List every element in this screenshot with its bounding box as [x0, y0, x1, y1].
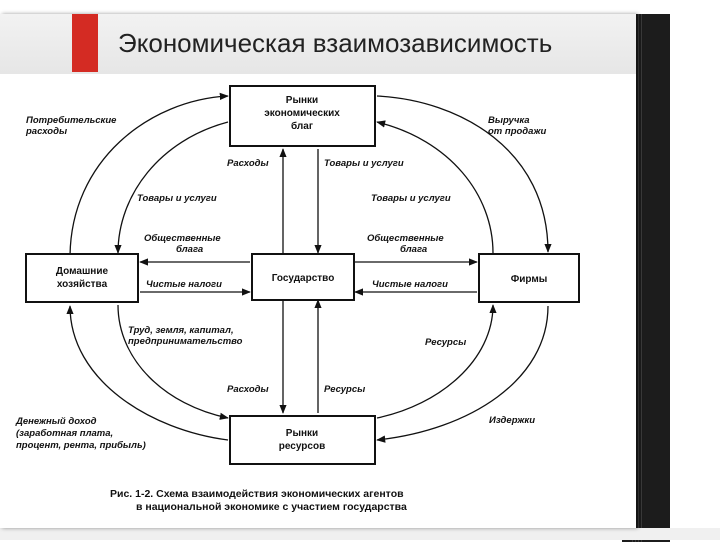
label-public-goods-left-2: блага: [176, 244, 203, 255]
node-resource-market: Рынки ресурсов: [229, 415, 376, 465]
arc-sales-revenue: [376, 95, 552, 253]
caption-line2: в национальной экономике с участием госу…: [136, 501, 407, 513]
label-expenses-top: Расходы: [227, 158, 269, 169]
red-bookmark-tab: [72, 14, 98, 72]
label-public-goods-left-1: Общественные: [144, 233, 221, 244]
label-money-income-3: процент, рента, прибыль): [16, 440, 146, 451]
label-money-income-1: Денежный доход: [15, 416, 97, 427]
node-government: Государство: [251, 253, 355, 301]
arc-consumer-spending: [69, 92, 229, 259]
page-bottom-edge: [0, 528, 720, 540]
label-goods-services-top: Товары и услуги: [324, 158, 404, 169]
arc-goods-from-firms: [376, 120, 494, 254]
figure-caption: Рис. 1-2. Схема взаимодействия экономиче…: [110, 488, 407, 513]
label-costs: Издержки: [489, 415, 535, 426]
goods-market-line3: благ: [291, 120, 313, 132]
government-label: Государство: [272, 273, 335, 284]
label-consumer-spending-1: Потребительские: [26, 115, 117, 126]
label-public-goods-right-2: блага: [400, 244, 427, 255]
inner-flow-arcs: [114, 120, 497, 420]
label-resources-bottom: Ресурсы: [324, 384, 365, 395]
resource-market-line2: ресурсов: [279, 441, 325, 452]
arc-money-income: [66, 305, 229, 441]
arc-factors: [117, 304, 229, 420]
outer-flow-arcs: [66, 92, 552, 443]
label-net-taxes-left: Чистые налоги: [146, 279, 222, 290]
caption-line1: Рис. 1-2. Схема взаимодействия экономиче…: [110, 488, 404, 500]
arc-resources-to-firms: [376, 304, 497, 419]
label-expenses-bottom: Расходы: [227, 384, 269, 395]
label-sales-revenue-2: от продажи: [488, 126, 546, 137]
resource-market-line1: Рынки: [286, 428, 318, 439]
node-goods-market: Рынки экономических благ: [229, 85, 376, 147]
node-households: Домашние хозяйства: [25, 253, 139, 303]
households-line2: хозяйства: [57, 279, 108, 290]
label-consumer-spending-2: расходы: [25, 126, 67, 137]
slide-title: Экономическая взаимозависимость: [118, 28, 553, 58]
label-factors-2: предпринимательство: [128, 336, 243, 347]
flow-labels: Потребительские расходы Выручка от прода…: [15, 115, 546, 451]
label-resources-right: Ресурсы: [425, 337, 466, 348]
label-sales-revenue-1: Выручка: [488, 115, 530, 126]
goods-market-line2: экономических: [264, 108, 340, 119]
label-money-income-2: (заработная плата,: [16, 428, 113, 439]
node-firms: Фирмы: [478, 253, 580, 303]
arc-goods-to-households: [114, 121, 229, 254]
straight-flows: [139, 148, 478, 414]
arc-costs: [376, 305, 549, 443]
goods-market-line1: Рынки: [286, 95, 318, 106]
label-public-goods-right-1: Общественные: [367, 233, 444, 244]
title-bar: [0, 14, 636, 74]
label-goods-services-right: Товары и услуги: [371, 193, 451, 204]
label-factors-1: Труд, земля, капитал,: [128, 325, 234, 336]
label-goods-services-left: Товары и услуги: [137, 193, 217, 204]
firms-label: Фирмы: [511, 274, 548, 285]
label-net-taxes-right: Чистые налоги: [372, 279, 448, 290]
households-line1: Домашние: [56, 266, 109, 277]
